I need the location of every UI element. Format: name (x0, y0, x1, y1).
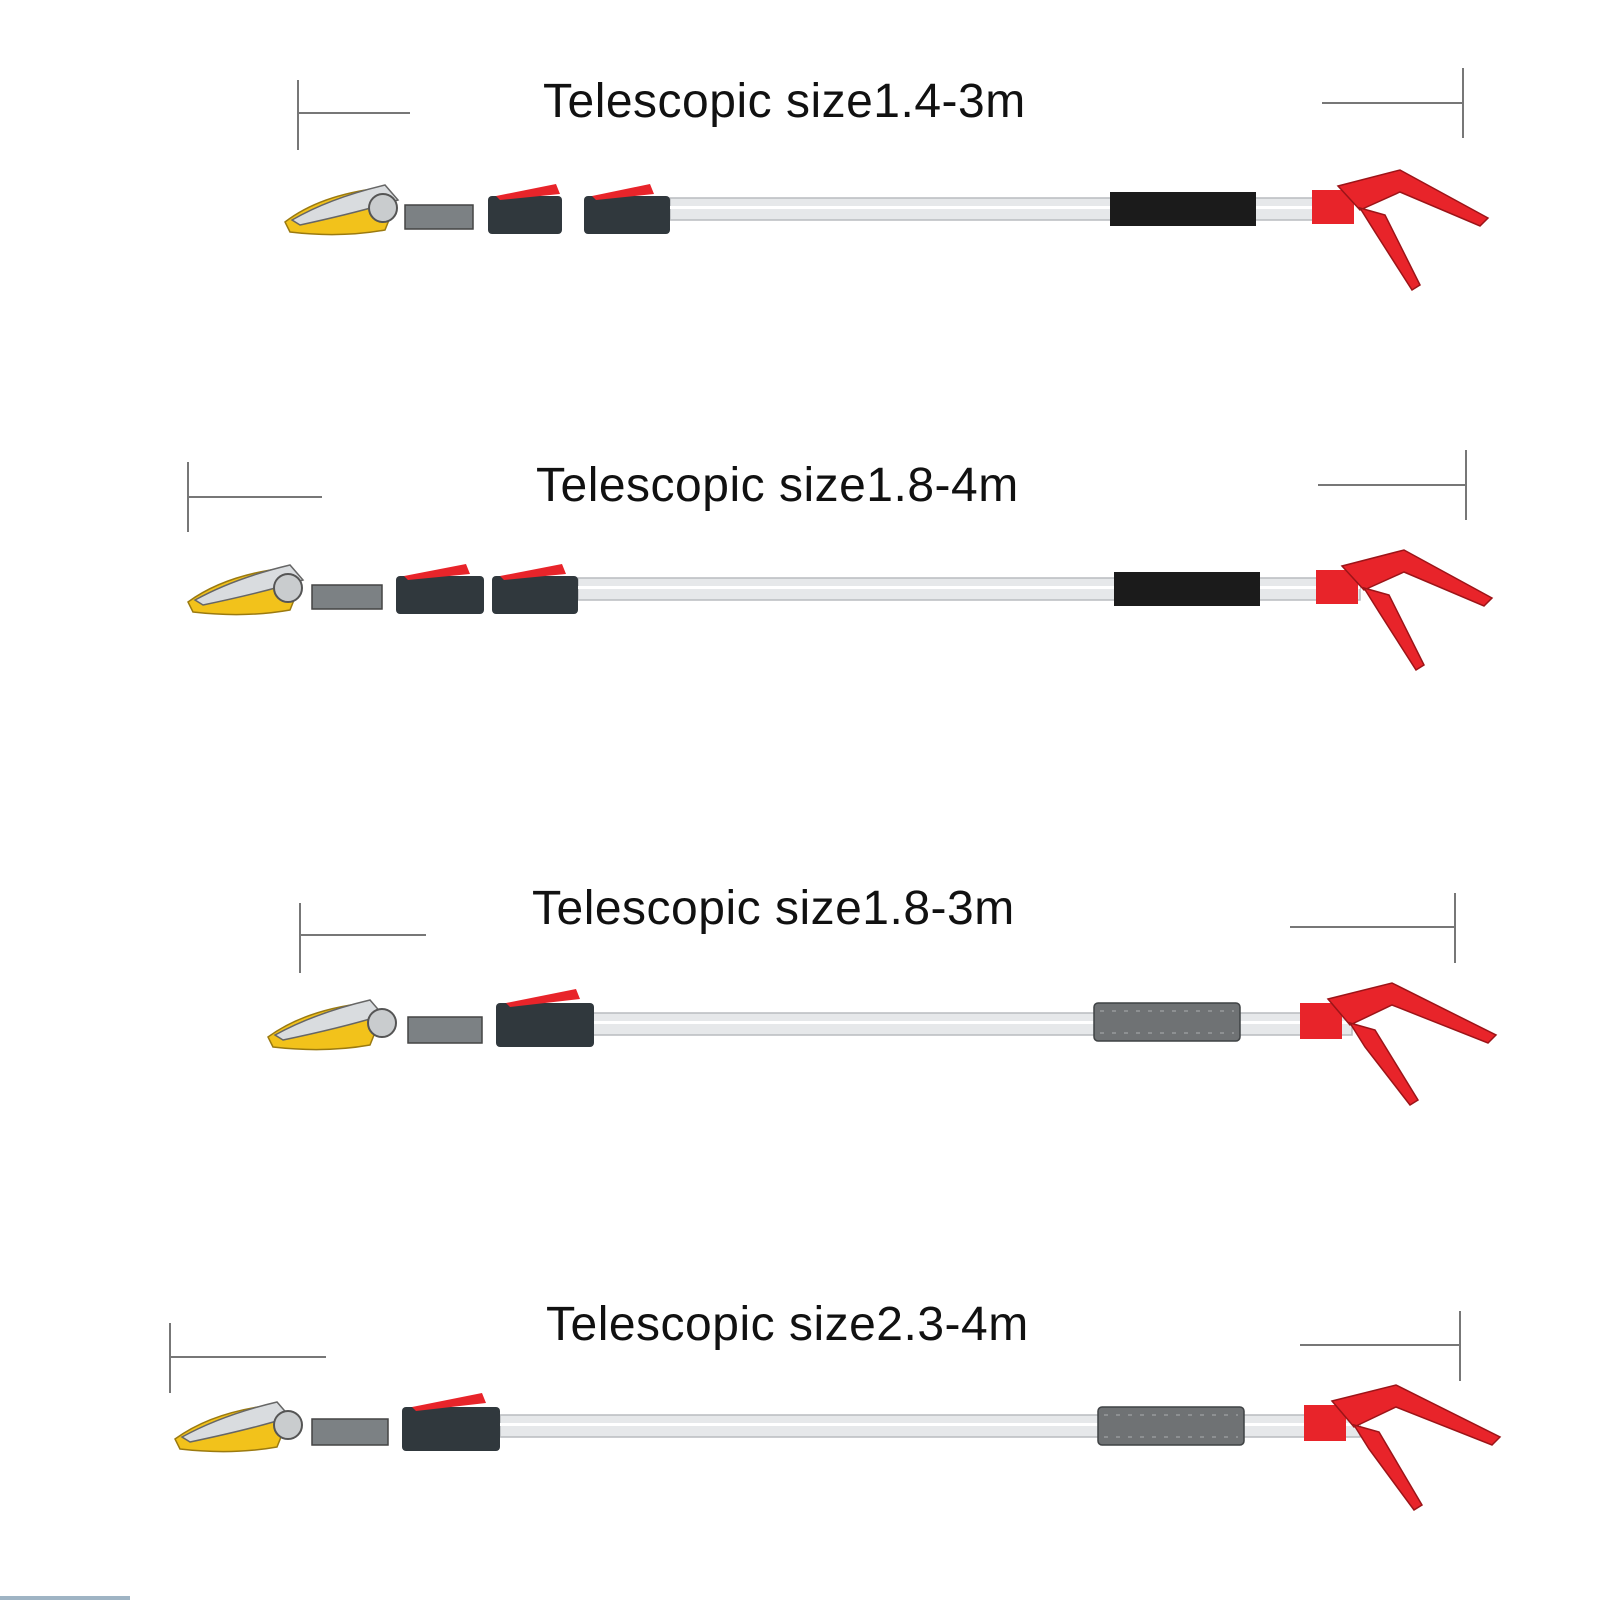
lock-clamp-1 (496, 989, 594, 1047)
dimension-marker-left (169, 1323, 326, 1393)
size-label-4: Telescopic size2.3-4m (546, 1298, 1029, 1351)
pole-pruner-illustration-1 (284, 68, 1490, 292)
tool-row-2: Telescopic size1.8-4m (0, 440, 1600, 740)
size-label-2: Telescopic size1.8-4m (536, 459, 1019, 512)
tool-row-4: Telescopic size2.3-4m (0, 1295, 1600, 1595)
dimension-marker-left (187, 462, 322, 532)
tool-row-3: Telescopic size1.8-3m (0, 875, 1600, 1175)
cutter-head (267, 999, 483, 1051)
cutter-head (174, 1401, 389, 1453)
dimension-marker-left (297, 80, 410, 150)
size-label-3: Telescopic size1.8-3m (532, 882, 1015, 935)
lock-clamp-1 (488, 184, 562, 234)
tool-row-1: Telescopic size1.4-3m (0, 60, 1600, 360)
lock-clamp-2 (584, 184, 670, 234)
size-label-1: Telescopic size1.4-3m (543, 75, 1026, 128)
ribbed-grip (1097, 1406, 1245, 1446)
trigger-handle (1300, 982, 1498, 1106)
lock-clamp-1 (402, 1393, 500, 1451)
foam-grip (1114, 572, 1260, 606)
pole-pruner-illustration-3 (267, 893, 1498, 1106)
cutter-head (284, 184, 474, 236)
corner-edge-strip (0, 1596, 130, 1600)
cutter-head (187, 564, 383, 616)
trigger-handle (1312, 169, 1490, 292)
trigger-handle (1316, 549, 1494, 672)
dimension-marker-right (1290, 893, 1456, 963)
dimension-marker-left (299, 903, 426, 973)
pole-pruner-illustration-2 (187, 450, 1494, 672)
foam-grip (1110, 192, 1256, 226)
ribbed-grip (1093, 1002, 1241, 1042)
pole-pruner-illustration-4 (169, 1311, 1502, 1512)
dimension-marker-right (1300, 1311, 1461, 1381)
dimension-marker-right (1322, 68, 1464, 138)
lock-clamp-2 (492, 564, 578, 614)
lock-clamp-1 (396, 564, 484, 614)
trigger-handle (1304, 1384, 1502, 1512)
dimension-marker-right (1318, 450, 1467, 520)
